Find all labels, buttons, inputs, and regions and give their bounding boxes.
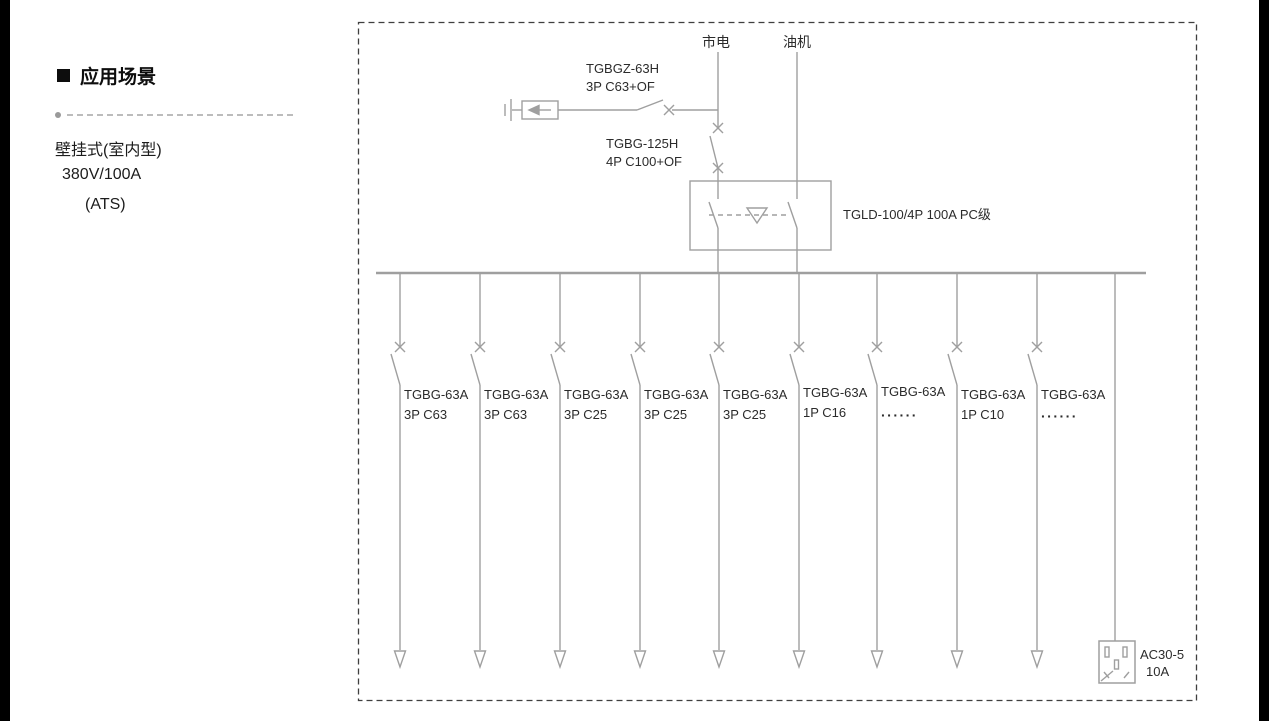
right-edge-bar — [1259, 0, 1269, 721]
feeder-line — [550, 272, 567, 668]
feeder-spec: 1P C16 — [803, 405, 846, 420]
feeder-model: TGBG-63A — [484, 387, 549, 402]
feeder-spec: 3P C63 — [404, 407, 447, 422]
ats-label: TGLD-100/4P 100A PC级 — [843, 207, 991, 222]
section-title: 应用场景 — [80, 67, 157, 88]
dashed-divider — [55, 112, 293, 118]
feeder-model: TGBG-63A — [803, 385, 868, 400]
spd-breaker-spec: 3P C63+OF — [586, 79, 655, 94]
feeder-line — [947, 272, 964, 668]
socket-rating: 10A — [1146, 664, 1169, 679]
ats-box — [689, 180, 832, 273]
feeder-spec: 1P C10 — [961, 407, 1004, 422]
diagram-lines — [376, 52, 1146, 684]
main-breaker-spec: 4P C100+OF — [606, 154, 682, 169]
socket-icon — [1098, 640, 1136, 684]
feeder-line — [390, 272, 407, 668]
feeder-spec: 3P C25 — [564, 407, 607, 422]
feeder-line — [709, 272, 726, 668]
mains-line — [709, 52, 724, 181]
feeder-spec: 3P C63 — [484, 407, 527, 422]
feeder-model: TGBG-63A — [723, 387, 788, 402]
feeder-line — [789, 272, 806, 668]
main-breaker-model: TGBG-125H — [606, 136, 678, 151]
feeder-line — [1027, 272, 1044, 668]
left-edge-bar — [0, 0, 10, 721]
spd-branch — [504, 99, 718, 121]
feeder-spec: 3P C25 — [723, 407, 766, 422]
generator-label: 油机 — [783, 34, 811, 50]
feeder-line — [630, 272, 647, 668]
feeder-model: TGBG-63A — [881, 384, 946, 399]
feeder-line — [470, 272, 487, 668]
feeder-spec: 3P C25 — [644, 407, 687, 422]
mains-label: 市电 — [702, 34, 730, 50]
actuator-triangle-icon — [745, 207, 769, 225]
feeder-spec: ······ — [881, 407, 918, 423]
earth-icon — [504, 99, 512, 121]
socket-model: AC30-5 — [1140, 647, 1184, 662]
square-bullet-icon — [57, 69, 70, 82]
ats-text: (ATS) — [85, 196, 126, 213]
application-scenario-panel: 应用场景 壁挂式(室内型) 380V/100A (ATS) — [0, 0, 340, 721]
feeder-model: TGBG-63A — [1041, 387, 1106, 402]
feeder-line — [867, 272, 884, 668]
spd-breaker-model: TGBGZ-63H — [586, 61, 659, 76]
divider-dot-icon — [55, 112, 61, 118]
divider-dashes — [67, 114, 293, 116]
feeder-model: TGBG-63A — [404, 387, 469, 402]
surge-arrester-icon — [521, 100, 559, 120]
feeder-model: TGBG-63A — [961, 387, 1026, 402]
feeder-model: TGBG-63A — [644, 387, 709, 402]
diagram-border — [357, 21, 1198, 702]
section-heading: 应用场景 — [57, 62, 156, 89]
feeder-model: TGBG-63A — [564, 387, 629, 402]
feeder-spec: ······ — [1041, 408, 1078, 424]
rating-text: 380V/100A — [62, 166, 142, 183]
mount-type-text: 壁挂式(室内型) — [55, 142, 162, 159]
